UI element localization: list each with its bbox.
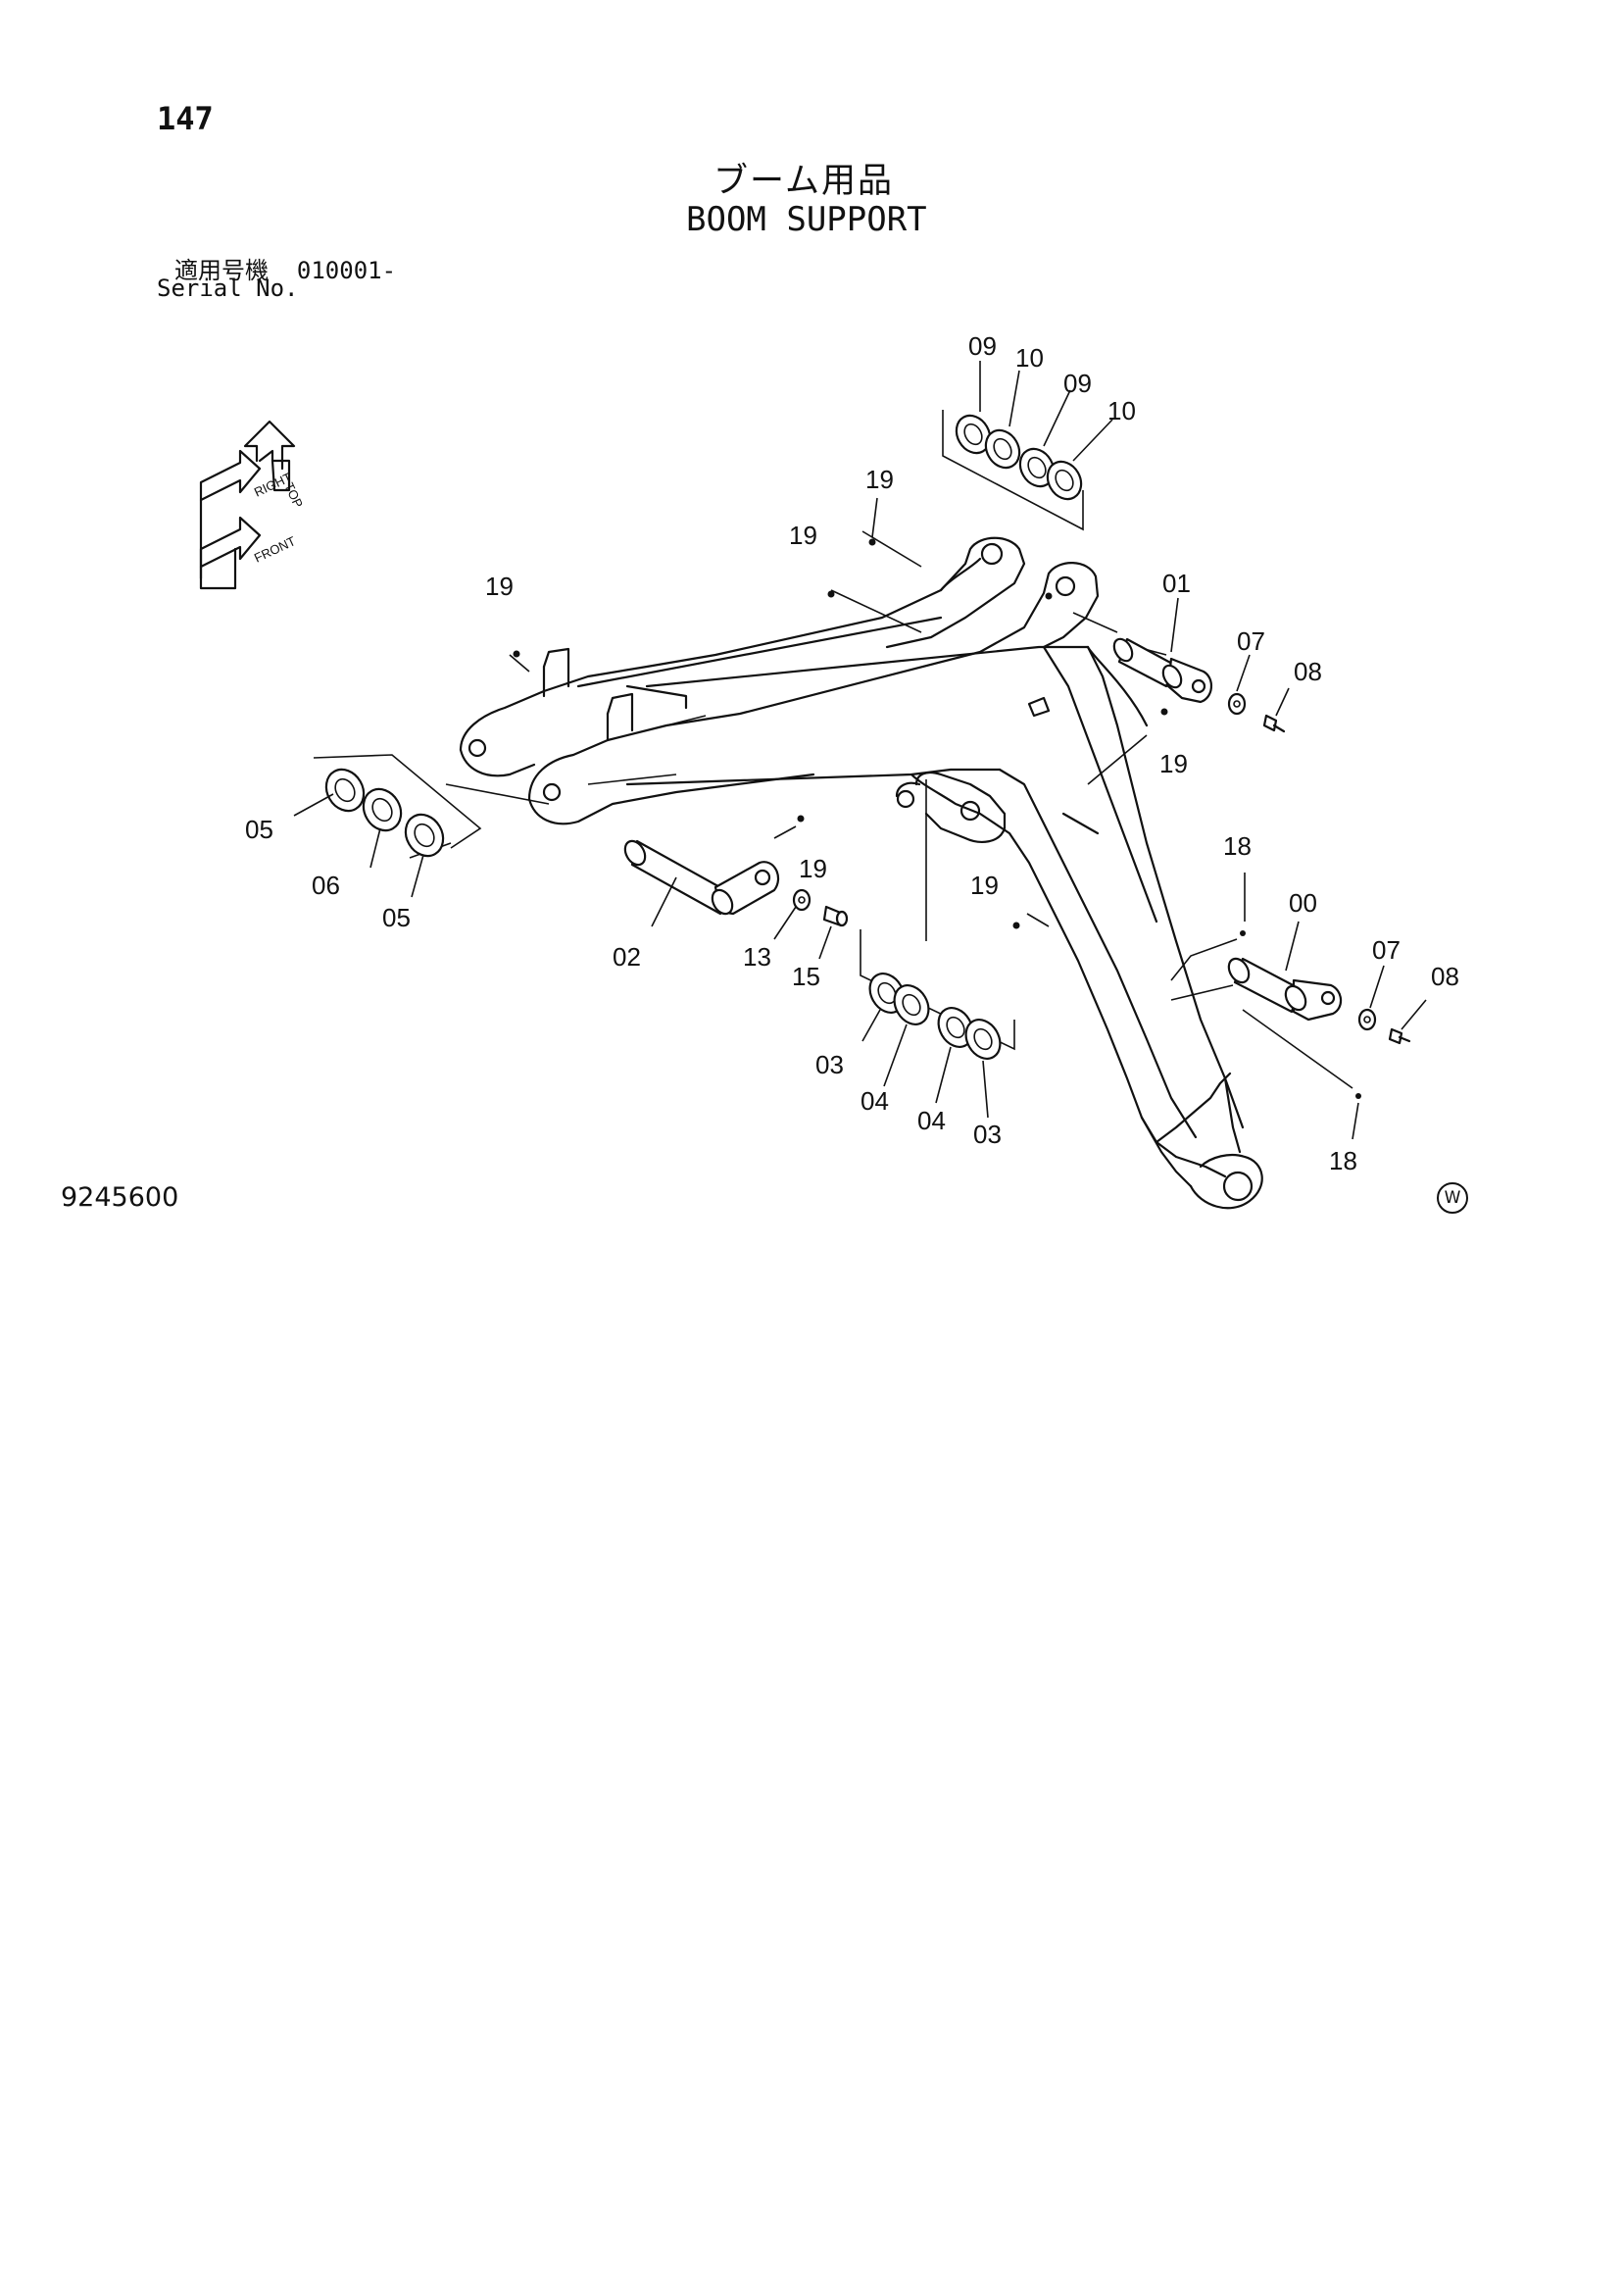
serial-label-english: Serial No.: [157, 275, 299, 302]
callout-15: 15: [792, 962, 820, 991]
callout-19: 19: [799, 854, 827, 883]
washer-group-03-04: [860, 929, 1015, 1060]
callout-02: 02: [613, 942, 641, 972]
callout-10: 10: [1015, 343, 1044, 373]
callout-08: 08: [1431, 962, 1459, 991]
serial-range: 010001-: [296, 257, 397, 284]
callout-08: 08: [1294, 657, 1322, 686]
callout-18: 18: [1329, 1146, 1357, 1175]
callout-09: 09: [1063, 369, 1092, 398]
callout-06: 06: [312, 871, 340, 900]
serial-label-japanese: 適用号機 010001-: [174, 251, 396, 285]
pin-01: [1112, 637, 1212, 704]
orientation-indicator: RIGHT FRONT TOP: [199, 420, 306, 590]
pin-00: [1227, 957, 1343, 1022]
callout-09: 09: [968, 331, 997, 361]
callout-07: 07: [1237, 626, 1265, 656]
callout-05: 05: [245, 815, 273, 844]
boom-body: [459, 536, 1263, 1210]
callout-19: 19: [1159, 749, 1188, 778]
fasteners: [513, 538, 1411, 1099]
callout-13: 13: [743, 942, 771, 972]
callout-05: 05: [382, 903, 411, 932]
callout-04: 04: [917, 1106, 946, 1135]
washer-group-09-10: [942, 410, 1084, 531]
orientation-label-top: TOP: [281, 480, 306, 510]
callout-10: 10: [1107, 396, 1136, 425]
page-number: 147: [157, 100, 214, 137]
drawing-number: 9245600: [61, 1182, 179, 1213]
orientation-label-front: FRONT: [252, 533, 298, 566]
callout-19: 19: [485, 572, 514, 601]
circled-w-mark: W: [1437, 1182, 1468, 1214]
callout-leaders: [293, 361, 1427, 1140]
callout-19: 19: [789, 521, 817, 550]
serial-label-jp-text: 適用号機: [174, 257, 269, 284]
washer-group-05-06: [313, 754, 482, 858]
pin-02: [623, 839, 780, 916]
callout-00: 00: [1289, 888, 1317, 918]
callout-04: 04: [861, 1086, 889, 1116]
callout-labels: 09 10 09 10 19 19 19 01 07 08 19 05 06 0…: [245, 331, 1459, 1175]
callout-19: 19: [865, 465, 894, 494]
callout-19: 19: [970, 871, 999, 900]
callout-03: 03: [973, 1120, 1002, 1149]
callout-07: 07: [1372, 935, 1401, 965]
title-english: BOOM SUPPORT: [686, 200, 927, 239]
title-japanese: ブーム用品: [713, 162, 894, 201]
callout-18: 18: [1223, 831, 1252, 861]
callout-01: 01: [1162, 569, 1191, 598]
callout-03: 03: [815, 1050, 844, 1079]
